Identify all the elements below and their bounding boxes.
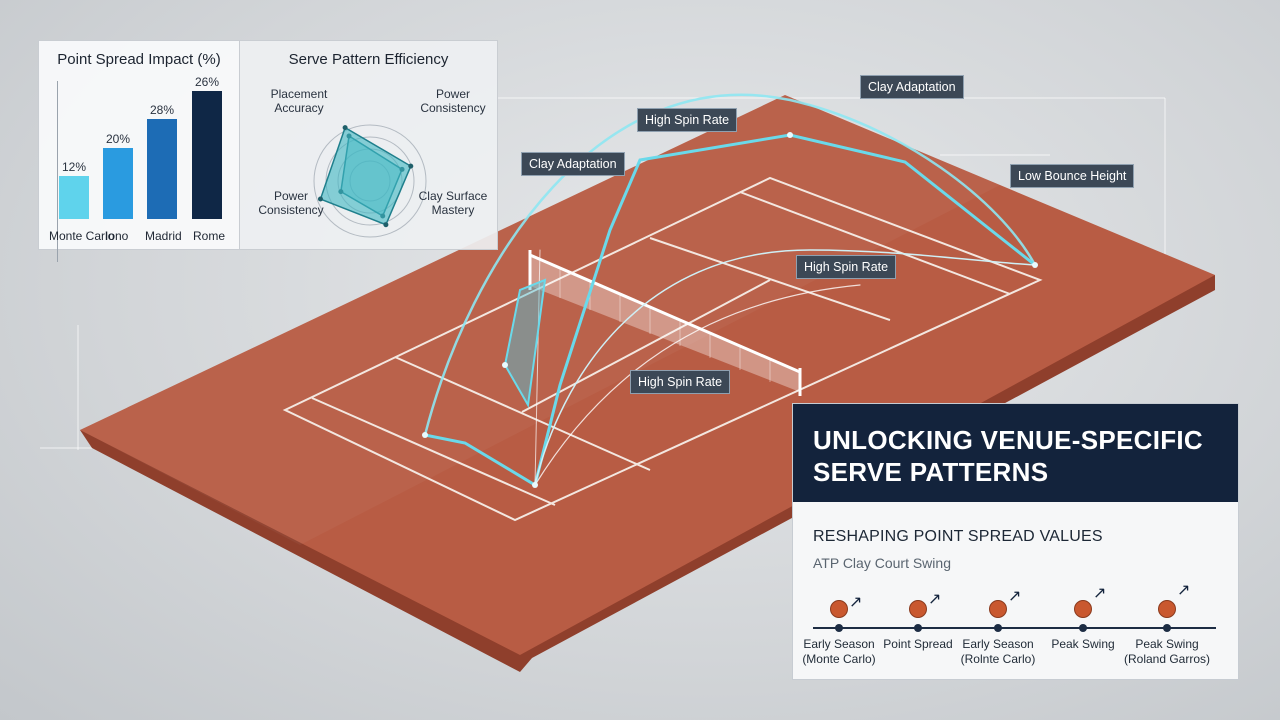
bar-value-label: 12% — [61, 160, 87, 174]
bar-0 — [59, 176, 89, 219]
radar-point — [383, 222, 389, 228]
bar-chart-axis — [57, 81, 58, 262]
radar-chart — [313, 124, 427, 238]
timeline-node — [835, 624, 843, 632]
trend-arrow-icon: ↗ — [928, 591, 942, 608]
timeline-node — [1079, 624, 1087, 632]
tennis-ball-icon — [1158, 600, 1176, 618]
bar-chart-title: Point Spread Impact (%) — [57, 51, 221, 68]
tag-high-spin-low: High Spin Rate — [630, 370, 731, 394]
bar-value-label: 20% — [105, 132, 131, 146]
tennis-ball-icon — [989, 600, 1007, 618]
trend-arrow-icon: ↗ — [1008, 588, 1022, 605]
trend-arrow-icon: ↗ — [1093, 585, 1107, 602]
tennis-net — [528, 250, 802, 396]
bar-chart-panel: Point Spread Impact (%) 12% Monte Carlo 20… — [38, 40, 240, 262]
timeline-node — [1163, 624, 1171, 632]
timeline-line — [813, 627, 1216, 629]
radar-chart-title: Serve Pattern Efficiency — [288, 51, 449, 68]
bar-3 — [192, 91, 222, 219]
timeline-label: Early Season(Rolnte Carlo) — [960, 637, 1036, 666]
tag-low-bounce: Low Bounce Height — [1010, 164, 1135, 188]
timeline-node — [994, 624, 1002, 632]
radar-point — [317, 196, 323, 202]
timeline-label: Peak Swing — [1051, 637, 1115, 651]
bar-category-label: Iono — [105, 229, 129, 243]
tennis-ball-icon — [909, 600, 927, 618]
serve-trajectories — [422, 93, 1038, 488]
tennis-ball-icon — [1074, 600, 1092, 618]
court-lines — [282, 176, 1043, 522]
title-card: UNLOCKING VENUE-SPECIFIC SERVE PATTERNS … — [792, 403, 1239, 680]
tag-clay-adaptation-top: Clay Adaptation — [860, 75, 964, 99]
radar-point — [342, 125, 348, 131]
tag-high-spin-top: High Spin Rate — [637, 108, 738, 132]
tag-high-spin-mid: High Spin Rate — [796, 255, 897, 279]
title-band: UNLOCKING VENUE-SPECIFIC SERVE PATTERNS — [793, 404, 1238, 502]
timeline-label: Peak Swing(Roland Garros) — [1123, 637, 1211, 666]
bar-value-label: 28% — [149, 103, 175, 117]
bar-value-label: 26% — [194, 75, 220, 89]
bar-category-label: Monte Carlo — [49, 229, 115, 243]
radar-chart-panel: Serve Pattern Efficiency Placement Accur… — [240, 40, 498, 250]
radar-label-clay-mastery: Clay Surface Mastery — [418, 189, 488, 217]
trend-arrow-icon: ↗ — [1177, 582, 1191, 599]
bar-category-label: Rome — [193, 229, 226, 243]
bar-1 — [103, 148, 133, 219]
tag-clay-adaptation-left: Clay Adaptation — [521, 152, 625, 176]
bar-2 — [147, 119, 177, 219]
headline: UNLOCKING VENUE-SPECIFIC SERVE PATTERNS — [813, 425, 1204, 487]
timeline-label: Early Season(Monte Carlo) — [802, 637, 876, 666]
bar-category-label: Madrid — [145, 229, 182, 243]
radar-label-power-right: Power Consistency — [420, 87, 486, 115]
radar-label-placement: Placement Accuracy — [270, 87, 328, 115]
subheadline: RESHAPING POINT SPREAD VALUES — [813, 528, 1103, 545]
radar-point — [408, 163, 414, 169]
timeline-node — [914, 624, 922, 632]
subtitle: ATP Clay Court Swing — [813, 555, 951, 571]
tennis-ball-icon — [830, 600, 848, 618]
trend-arrow-icon: ↗ — [849, 594, 863, 611]
radar-label-power-left: Power Consistency — [258, 189, 324, 217]
timeline-label: Point Spread — [883, 637, 953, 651]
